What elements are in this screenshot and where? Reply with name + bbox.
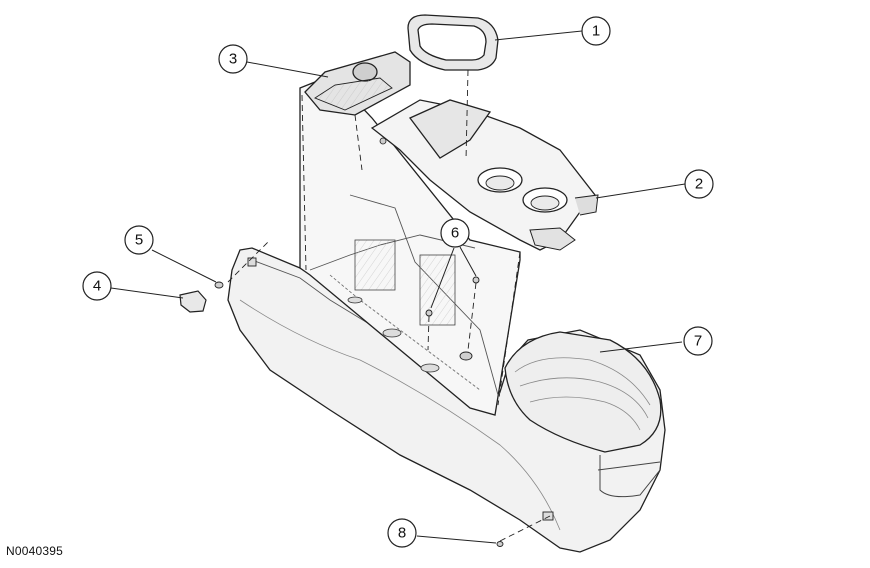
shifter-bezel: [407, 14, 499, 71]
svg-text:1: 1: [592, 23, 600, 40]
svg-text:5: 5: [135, 232, 143, 249]
svg-text:6: 6: [451, 225, 459, 242]
callout-8: 8: [387, 518, 417, 548]
svg-text:3: 3: [229, 51, 237, 68]
callout-4: 4: [82, 271, 112, 301]
cap-part-4: [179, 290, 207, 313]
svg-text:4: 4: [93, 278, 101, 295]
fasteners: [214, 257, 554, 547]
callout-1: 1: [581, 16, 611, 46]
top-trim-panel: [370, 99, 599, 251]
callout-6: 6: [440, 218, 470, 248]
callout-2: 2: [684, 169, 714, 199]
callout-7: 7: [683, 326, 713, 356]
callout-3: 3: [218, 44, 248, 74]
svg-text:7: 7: [694, 333, 702, 350]
leader-lines: [110, 30, 686, 544]
callout-5: 5: [124, 225, 154, 255]
explode-lines: [227, 69, 551, 542]
storage-bin-module: [304, 51, 411, 116]
svg-text:2: 2: [695, 176, 703, 193]
figure-id-label: N0040395: [6, 544, 63, 558]
center-panel-housing: [299, 79, 521, 416]
armrest-lid: [504, 331, 662, 498]
svg-text:8: 8: [398, 525, 406, 542]
